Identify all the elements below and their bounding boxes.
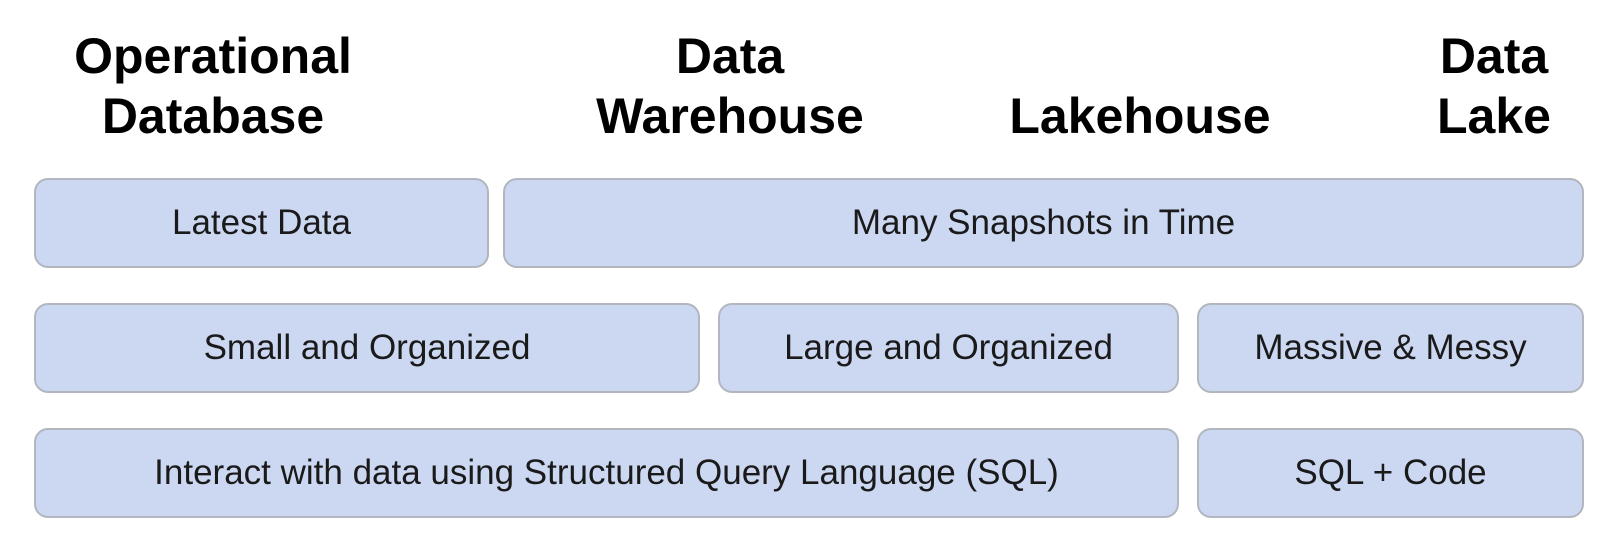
header-data-warehouse: Data Warehouse	[585, 26, 875, 146]
box-label: Many Snapshots in Time	[851, 203, 1236, 242]
header-line: Data	[1439, 28, 1549, 84]
header-line	[1005, 26, 1275, 86]
box-small-organized: Small and Organized	[34, 303, 700, 393]
header-data-lake: Data Lake	[1412, 26, 1576, 146]
header-operational-database: Operational Database	[58, 26, 368, 146]
header-line: Lakehouse	[1009, 88, 1271, 144]
header-line: Database	[101, 88, 325, 144]
box-label: Interact with data using Structured Quer…	[154, 453, 1059, 492]
box-large-organized: Large and Organized	[718, 303, 1179, 393]
box-label: Small and Organized	[203, 328, 531, 367]
header-line: Lake	[1437, 88, 1551, 144]
box-sql-interaction: Interact with data using Structured Quer…	[34, 428, 1179, 518]
box-label: Latest Data	[172, 203, 351, 242]
box-label: SQL + Code	[1294, 453, 1487, 492]
box-sql-code: SQL + Code	[1197, 428, 1584, 518]
header-line: Data	[675, 28, 785, 84]
box-many-snapshots: Many Snapshots in Time	[503, 178, 1584, 268]
header-lakehouse: Lakehouse	[1005, 26, 1275, 146]
box-label: Large and Organized	[784, 328, 1113, 367]
box-label: Massive & Messy	[1254, 328, 1527, 367]
box-latest-data: Latest Data	[34, 178, 489, 268]
header-line: Operational	[74, 28, 352, 84]
header-line: Warehouse	[596, 88, 864, 144]
box-massive-messy: Massive & Messy	[1197, 303, 1584, 393]
